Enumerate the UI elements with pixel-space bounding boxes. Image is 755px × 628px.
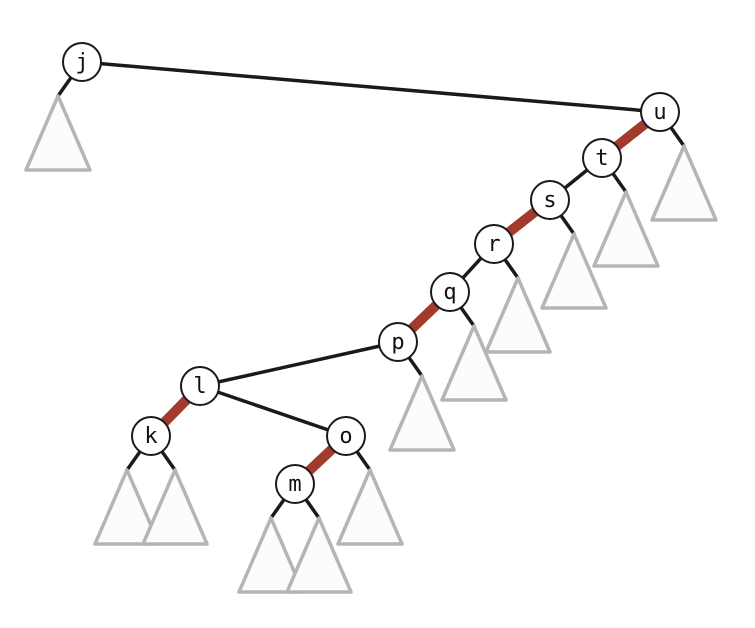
node-q: q	[430, 272, 470, 312]
link-p-l-black	[199, 340, 399, 388]
node-label-l: l	[193, 374, 206, 399]
node-circle	[378, 322, 418, 362]
subtree-triangle	[650, 144, 718, 222]
node-l: l	[180, 366, 220, 406]
node-label-q: q	[443, 280, 456, 305]
subtree-triangle	[336, 468, 404, 546]
node-label-r: r	[487, 232, 500, 257]
node-circle	[180, 366, 220, 406]
subtree-triangle	[440, 324, 508, 402]
node-label-o: o	[339, 424, 352, 449]
node-o: o	[326, 416, 366, 456]
node-label-u: u	[653, 100, 666, 125]
node-k: k	[131, 416, 171, 456]
node-circle	[530, 180, 570, 220]
node-label-t: t	[595, 146, 608, 171]
subtree-triangle	[141, 468, 209, 546]
link-j-u-black	[81, 60, 661, 114]
node-circle	[474, 224, 514, 264]
node-circle	[275, 464, 315, 504]
node-circle	[326, 416, 366, 456]
node-circle	[582, 138, 622, 178]
node-t: t	[582, 138, 622, 178]
node-circle	[131, 416, 171, 456]
subtree-triangle	[93, 468, 161, 546]
node-circle	[62, 42, 102, 82]
node-label-p: p	[391, 330, 404, 355]
node-label-s: s	[543, 188, 556, 213]
node-layer: j u t s r q p l k o m	[62, 42, 680, 504]
node-j: j	[62, 42, 102, 82]
subtree-triangle	[592, 190, 660, 268]
node-r: r	[474, 224, 514, 264]
node-u: u	[640, 92, 680, 132]
node-circle	[430, 272, 470, 312]
link-l-o-black	[199, 384, 347, 438]
subtree-layer	[24, 60, 718, 594]
node-label-m: m	[288, 472, 301, 497]
subtree-triangle	[285, 516, 353, 594]
subtree-triangle	[540, 232, 608, 310]
node-circle	[640, 92, 680, 132]
node-label-j: j	[75, 50, 88, 75]
subtree-triangle	[484, 276, 552, 354]
node-s: s	[530, 180, 570, 220]
node-m: m	[275, 464, 315, 504]
node-p: p	[378, 322, 418, 362]
subtree-triangle	[237, 516, 305, 594]
node-label-k: k	[144, 424, 157, 449]
subtree-triangle	[24, 94, 92, 172]
subtree-triangle	[388, 374, 456, 452]
